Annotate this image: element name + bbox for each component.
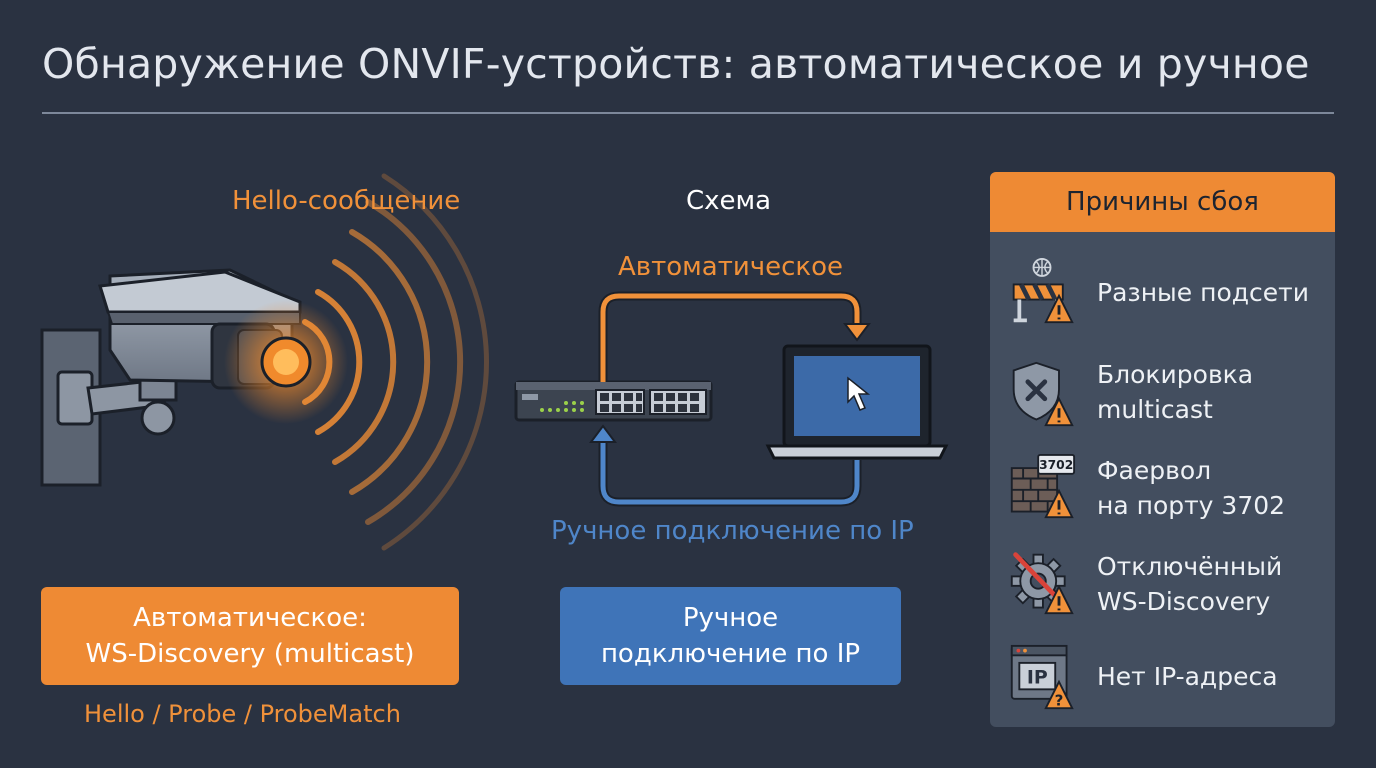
network-switch-icon [514, 380, 713, 422]
failure-reasons-panel: Причины сбоя Разные подсети Блокировка m… [990, 172, 1335, 727]
manual-path-label: Ручное подключение по IP [551, 516, 914, 546]
manual-connection-box: Ручное подключение по IP [560, 587, 901, 685]
reason-label: Отключённый WS-Discovery [1097, 549, 1282, 619]
auto-discovery-arrow [598, 291, 871, 382]
reason-item-subnets: Разные подсети [990, 258, 1335, 334]
auto-box-line1: Автоматическое: [133, 603, 367, 633]
reason-label: Разные подсети [1097, 278, 1309, 307]
reason-item-multicast: Блокировка multicast [990, 357, 1335, 433]
reason-label: Нет IP-адреса [1097, 662, 1278, 691]
reason-line1: Блокировка [1097, 360, 1254, 389]
manual-box-line1: Ручное [682, 603, 779, 633]
page-title: Обнаружение ONVIF-устройств: автоматичес… [42, 40, 1310, 88]
auto-discovery-box: Автоматическое: WS-Discovery (multicast) [41, 587, 459, 685]
reason-label: Фаервол на порту 3702 [1097, 453, 1285, 523]
question-mark-icon: ? [1055, 691, 1064, 709]
shield-block-icon [1012, 361, 1074, 427]
cursor-icon [847, 376, 871, 411]
gear-disabled-icon [1010, 552, 1074, 615]
laptop-icon [765, 344, 949, 460]
reason-line1: Отключённый [1097, 552, 1283, 581]
hello-signal-waves [302, 173, 490, 551]
port-badge-text: 3702 [1039, 458, 1073, 472]
camera-icon [40, 268, 348, 487]
ip-badge-text: IP [1027, 667, 1048, 689]
ip-missing-icon: IP ? [1010, 644, 1074, 709]
reason-line2: на порту 3702 [1097, 491, 1286, 520]
manual-connection-arrow [589, 424, 862, 507]
auto-path-label: Автоматическое [618, 252, 844, 282]
failure-reasons-title: Причины сбоя [990, 172, 1335, 232]
auto-box-line2: WS-Discovery (multicast) [85, 639, 415, 669]
title-divider [42, 112, 1334, 114]
protocol-messages-label: Hello / Probe / ProbeMatch [84, 700, 401, 728]
hello-message-label: Hello-сообщение [232, 186, 461, 216]
scheme-title: Схема [686, 186, 772, 216]
manual-box-line2: подключение по IP [600, 639, 861, 669]
barrier-warning-icon [1012, 258, 1074, 324]
reason-item-firewall: 3702 Фаервол на порту 3702 [990, 453, 1335, 529]
reason-item-no-ip: IP ? Нет IP-адреса [990, 642, 1335, 718]
reason-line1: Фаервол [1097, 456, 1212, 485]
reason-label: Блокировка multicast [1097, 357, 1253, 427]
reason-line2: WS-Discovery [1097, 587, 1271, 616]
reason-item-wsdiscovery: Отключённый WS-Discovery [990, 549, 1335, 625]
firewall-icon: 3702 [1010, 453, 1076, 519]
reason-line2: multicast [1097, 395, 1213, 424]
